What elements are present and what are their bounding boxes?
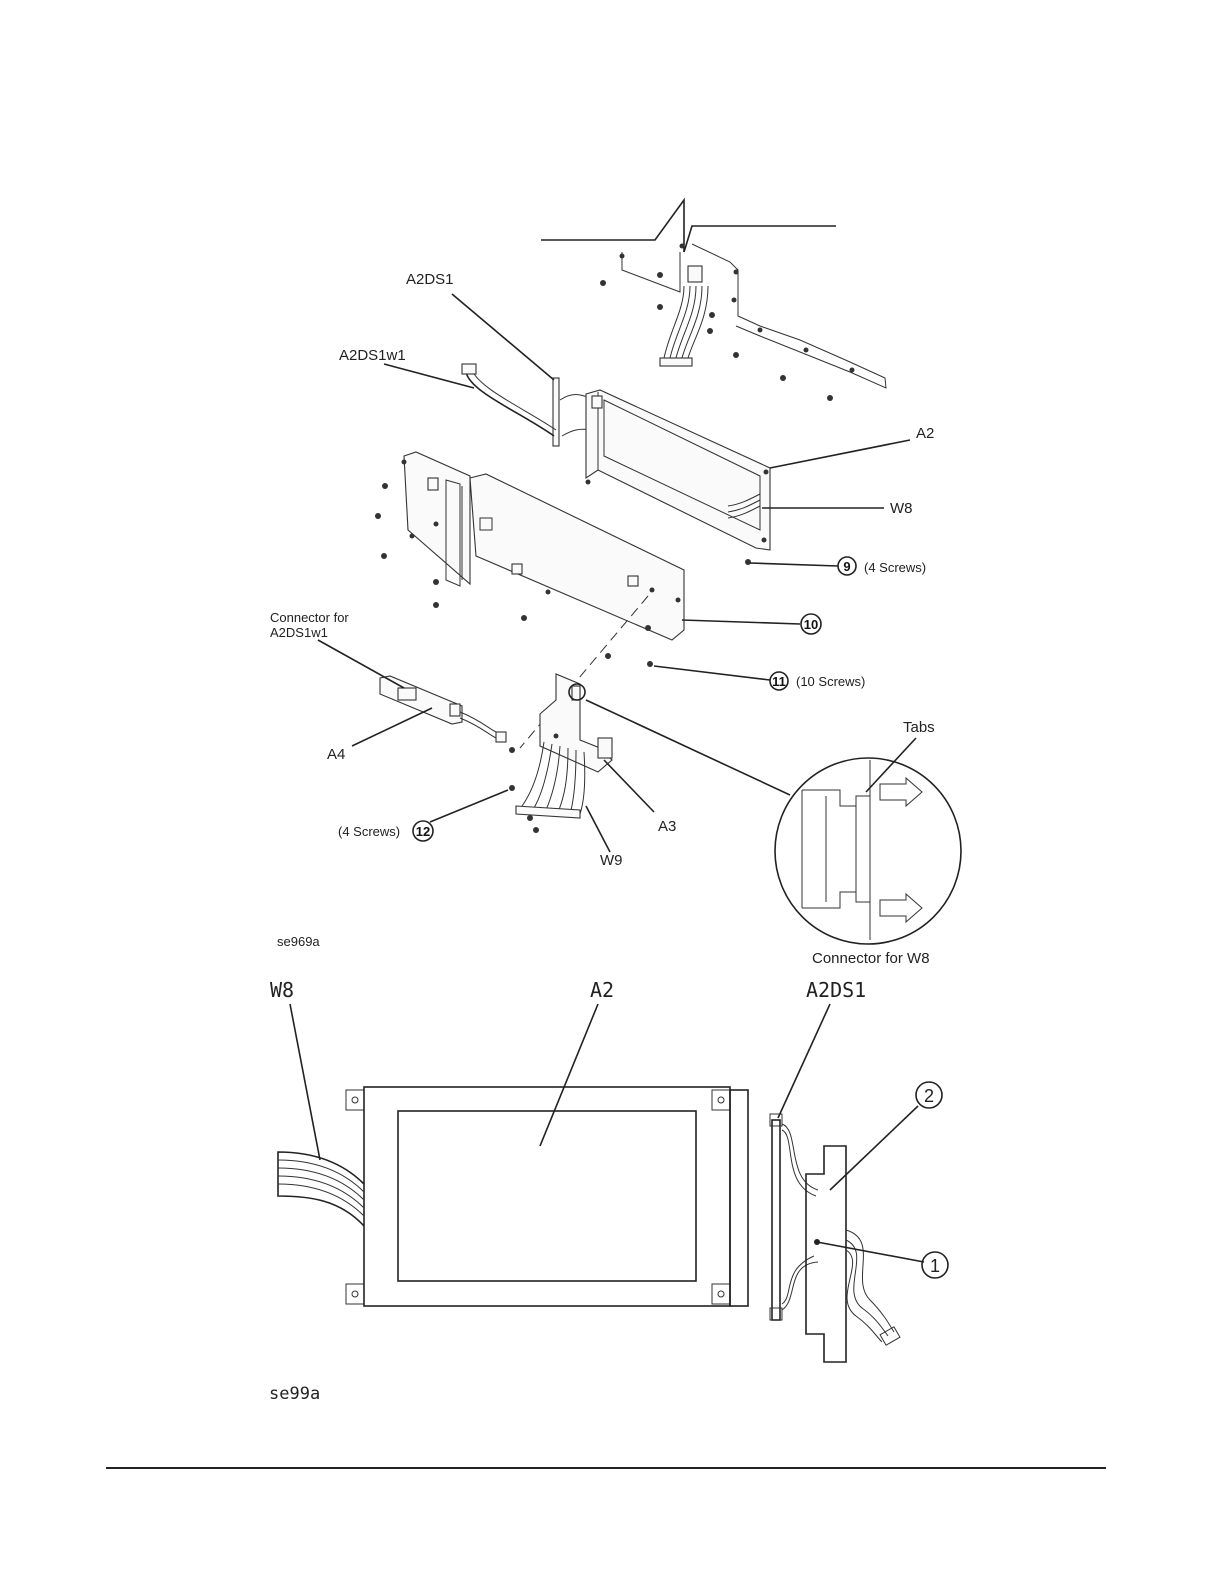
label-a4: A4: [327, 746, 345, 763]
frame-screws: [600, 244, 855, 402]
bottom-view: W8 A2 A2DS1 se99a 1 2: [269, 978, 948, 1404]
label-a3: A3: [658, 818, 676, 835]
a2-display-module: [586, 390, 771, 550]
footer-rule: [106, 1467, 1106, 1469]
figure-id-top: se969a: [277, 934, 320, 949]
svg-text:10: 10: [804, 617, 818, 632]
svg-text:11: 11: [772, 674, 786, 689]
svg-text:9: 9: [843, 559, 850, 574]
figure-id-bottom: se99a: [269, 1384, 320, 1404]
label-a2ds1: A2DS1: [406, 271, 454, 288]
svg-text:2: 2: [924, 1086, 934, 1106]
front-panel-frame: [541, 200, 886, 401]
callout-9-note: (4 Screws): [864, 560, 926, 575]
label-w8: W8: [890, 500, 913, 517]
a2ds1w1-cable: [466, 372, 554, 436]
a2-display-front: [346, 1087, 748, 1306]
label-w9: W9: [600, 852, 623, 869]
callout-9: 9 (4 Screws): [838, 557, 926, 575]
label-connector-a2ds1w1-line1: Connector for: [270, 610, 349, 625]
top-exploded-view: A2DS1 A2DS1w1 A2 W8 Connector for A2DS1w…: [270, 200, 961, 967]
label-a2-bottom: A2: [590, 978, 614, 1002]
callout-11-note: (10 Screws): [796, 674, 865, 689]
callout-12: 12 (4 Screws): [338, 821, 433, 841]
connector-board: [806, 1146, 900, 1362]
label-w8-bottom: W8: [270, 978, 294, 1002]
svg-text:1: 1: [930, 1256, 940, 1276]
label-connector-a2ds1w1-line2: A2DS1w1: [270, 625, 328, 640]
label-a2ds1w1: A2DS1w1: [339, 347, 406, 364]
callout-2: 2: [916, 1082, 942, 1108]
label-a2ds1-bottom: A2DS1: [806, 978, 866, 1002]
label-a2: A2: [916, 425, 934, 442]
svg-text:12: 12: [416, 824, 430, 839]
connector-detail: [775, 758, 961, 944]
a3-board: [509, 674, 612, 833]
w8-ribbon-cable: [278, 1152, 364, 1226]
callout-10: 10: [801, 614, 821, 634]
callout-12-note: (4 Screws): [338, 824, 400, 839]
frame-ribbon-cable: [660, 266, 708, 366]
callout-11: 11 (10 Screws): [770, 672, 865, 690]
label-connector-w8: Connector for W8: [812, 950, 930, 967]
callout-1: 1: [922, 1252, 948, 1278]
label-tabs: Tabs: [903, 719, 935, 736]
a2ds1-side-strip: [770, 1114, 818, 1320]
